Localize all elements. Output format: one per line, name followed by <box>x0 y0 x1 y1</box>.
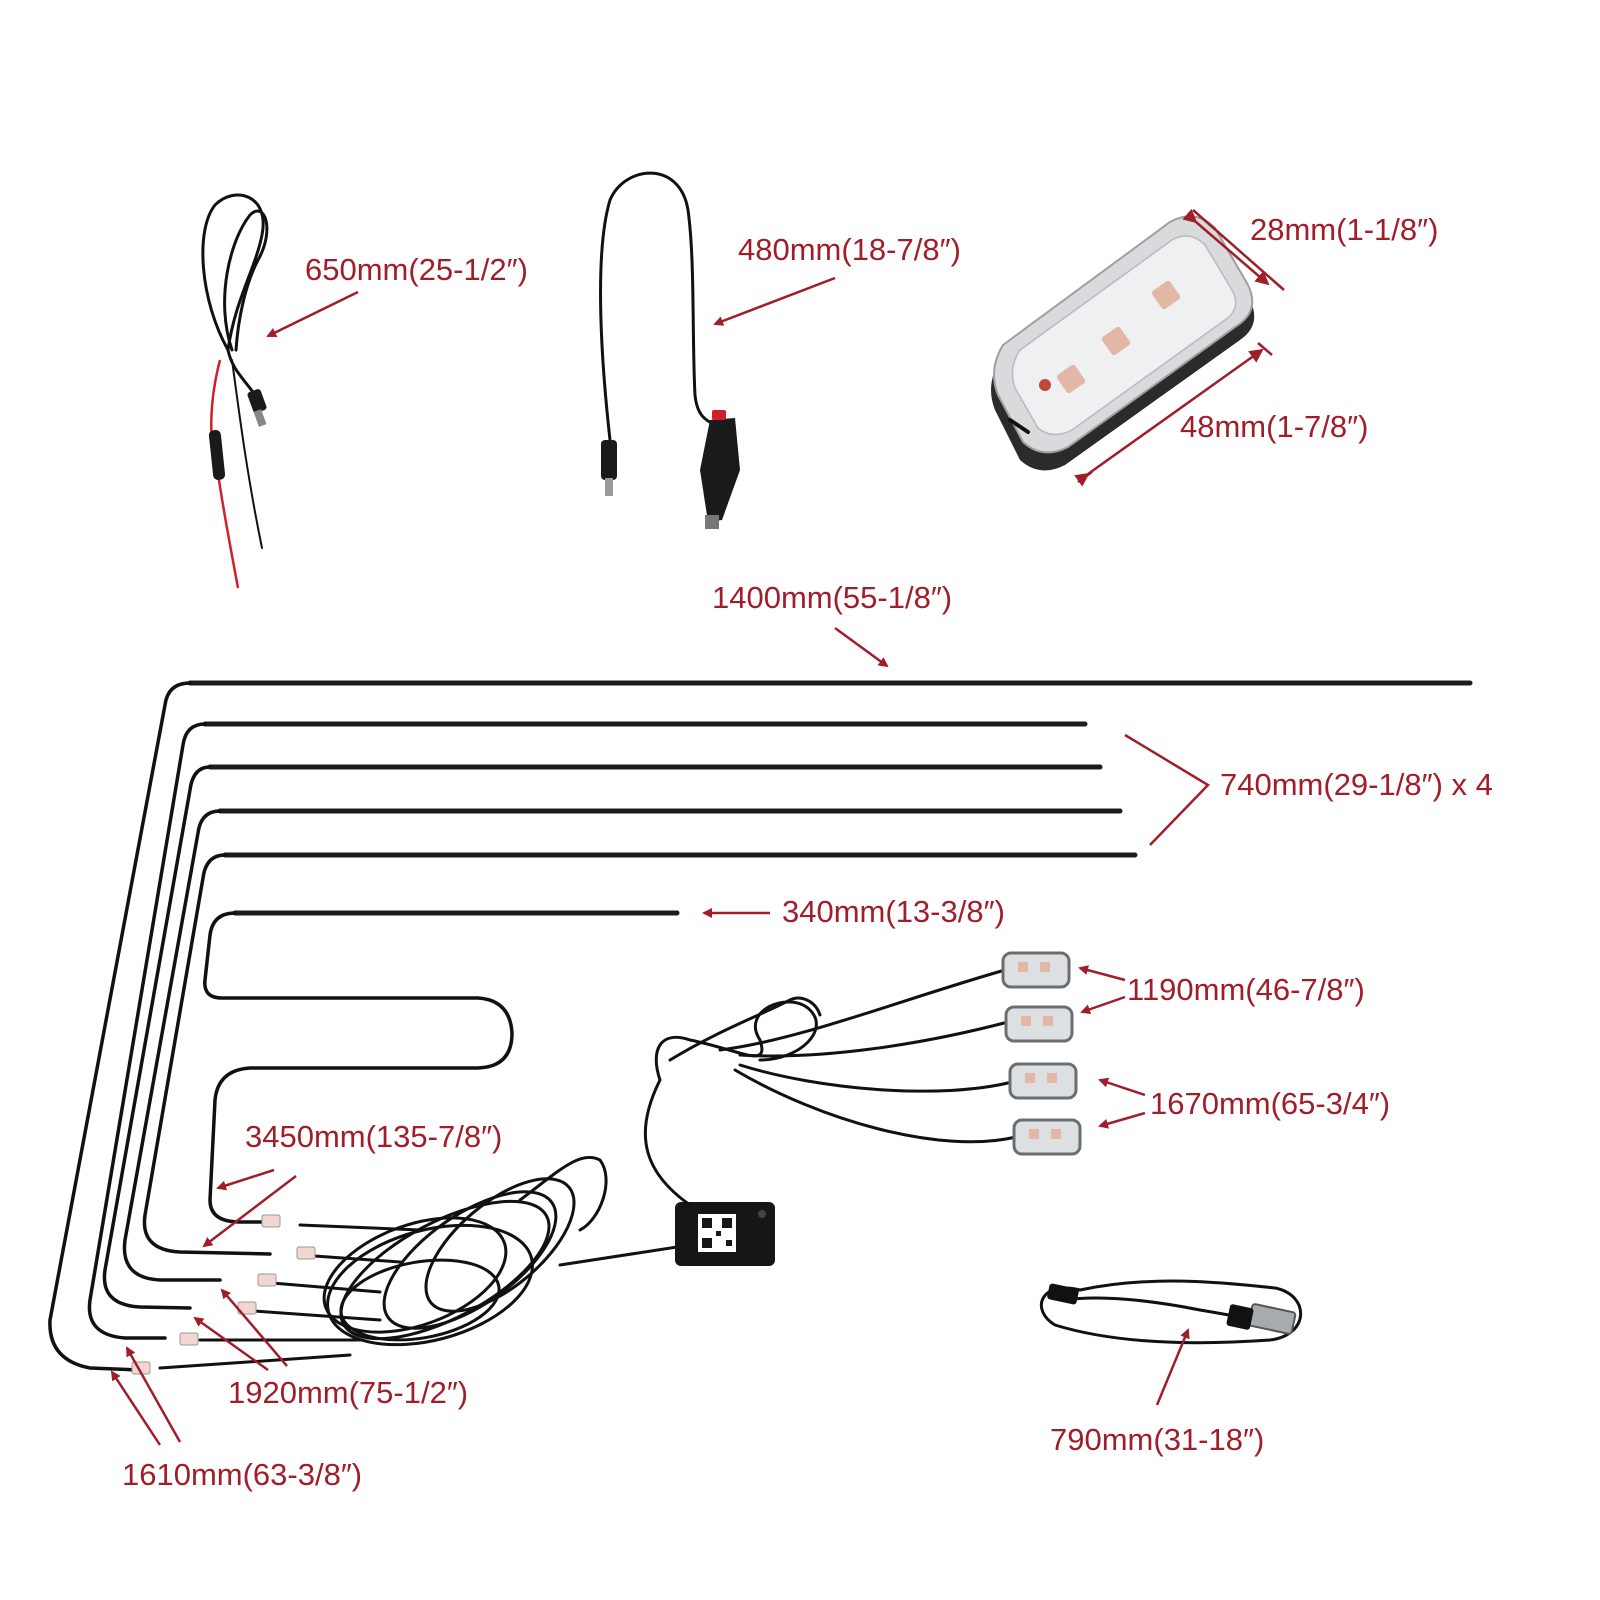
module-length-ext-b <box>1257 342 1273 356</box>
strip-lead-wires <box>48 681 514 1372</box>
cigarette-cable-arrow <box>713 276 836 326</box>
hardwire-power-cable <box>201 193 269 589</box>
module-length-label: 48mm(1-7/8″) <box>1180 409 1368 444</box>
lead-1610-label: 1610mm(63-3/8″) <box>122 1457 362 1492</box>
lamp-lead-a-arrow <box>1080 995 1126 1015</box>
strip-long-label: 1400mm(55-1/8″) <box>712 580 952 615</box>
lamp-pod <box>1012 1118 1082 1156</box>
bluetooth-controller <box>675 1202 775 1266</box>
lead-3450-arrow <box>216 1168 275 1191</box>
strip-x4-bracket <box>1124 733 1210 846</box>
lead-1610-arrow <box>110 1370 162 1446</box>
lead-1610-arrow <box>125 1346 182 1443</box>
lamp-lead-b-arrow <box>1098 1111 1146 1129</box>
module-width-label: 28mm(1-1/8″) <box>1250 212 1438 247</box>
lead-3450-arrow <box>202 1175 297 1248</box>
lamp-pod <box>1008 1062 1078 1100</box>
led-chip <box>1101 326 1131 356</box>
interior-lamps <box>1001 951 1082 1156</box>
cigarette-cable-label: 480mm(18-7/8″) <box>738 232 961 267</box>
lead-1920-label: 1920mm(75-1/2″) <box>228 1375 468 1410</box>
lamp-pod <box>1001 951 1071 989</box>
cigarette-lighter-cable <box>599 171 740 529</box>
cable-bundle <box>158 1155 692 1370</box>
led-chip <box>1151 280 1181 310</box>
module-length-arrow <box>1074 348 1264 487</box>
lamp-lead-b-arrow <box>1098 1077 1146 1097</box>
module-width-arrow <box>1182 208 1270 286</box>
strip-long-arrow <box>834 626 889 668</box>
strip-short-label: 340mm(13-3/8″) <box>782 894 1005 929</box>
usb-cable <box>1039 1279 1303 1345</box>
power-cable-arrow <box>266 290 359 338</box>
usb-cable-label: 790mm(31-18″) <box>1050 1422 1264 1457</box>
lamp-leads <box>643 968 1018 1207</box>
lamp-lead-a-label: 1190mm(46-7/8″) <box>1127 972 1365 1007</box>
lamp-lead-a-arrow <box>1078 965 1126 982</box>
fiber-strips <box>187 680 1473 916</box>
lead-3450-label: 3450mm(135-7/8″) <box>245 1119 502 1154</box>
strip-x4-label: 740mm(29-1/8″) x 4 <box>1220 767 1493 802</box>
lamp-pod <box>1004 1005 1074 1043</box>
lamp-lead-b-label: 1670mm(65-3/4″) <box>1150 1086 1390 1121</box>
usb-cable-arrow <box>1155 1328 1190 1406</box>
lead-1920-arrow <box>220 1288 288 1367</box>
power-cable-label: 650mm(25-1/2″) <box>305 252 528 287</box>
strip-connectors <box>131 1214 316 1375</box>
lead-1920-arrow <box>193 1316 269 1372</box>
